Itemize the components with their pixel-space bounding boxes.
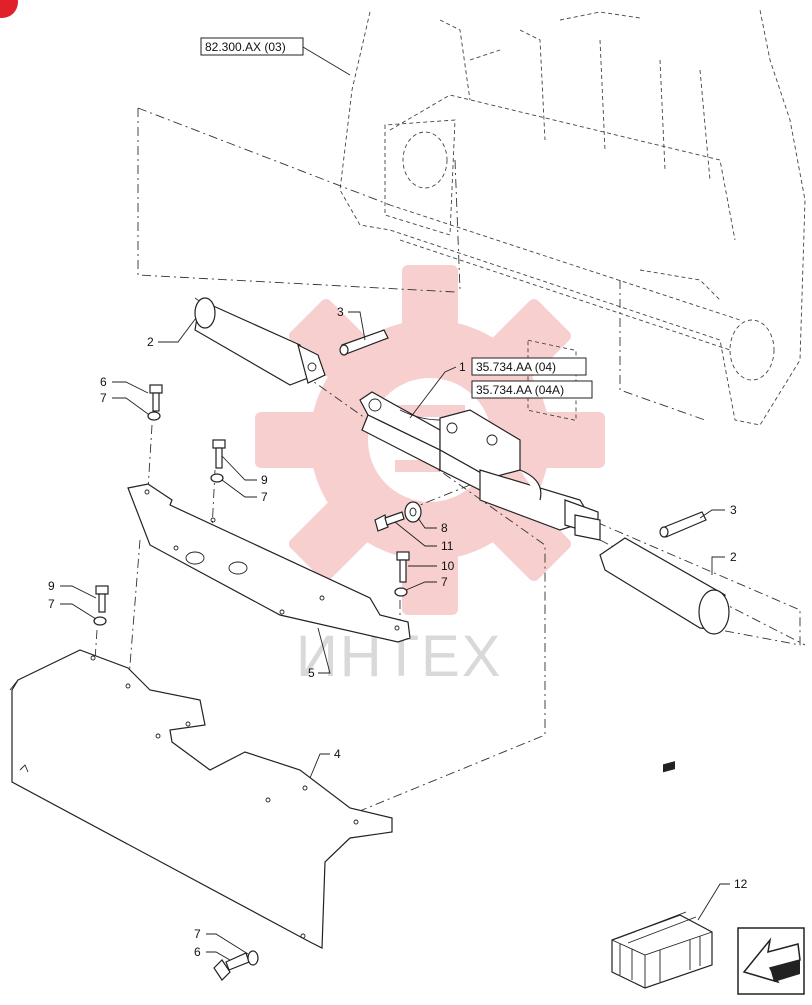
callout-7-e: 7: [194, 927, 201, 941]
callout-7-a: 7: [100, 391, 107, 405]
callout-10: 10: [441, 559, 455, 573]
box-icon[interactable]: [611, 761, 713, 989]
ref-right-b[interactable]: 35.734.AA (04A): [471, 380, 593, 399]
callout-9-a: 9: [261, 473, 268, 487]
callout-3-left: 3: [337, 305, 344, 319]
washer-7-a[interactable]: [147, 411, 161, 421]
pin-left[interactable]: [194, 297, 326, 386]
roll-pin-left[interactable]: [339, 329, 389, 356]
callout-7-b: 7: [261, 490, 268, 504]
callout-7-d: 7: [48, 597, 55, 611]
bolt-9-b[interactable]: [95, 585, 109, 613]
callout-8: 8: [441, 521, 448, 535]
callout-12: 12: [734, 877, 748, 891]
washer-7-b[interactable]: [210, 473, 224, 483]
callout-6-top: 6: [100, 375, 107, 389]
washer-7-c[interactable]: [394, 587, 408, 597]
svg-text:35.734.AA (04): 35.734.AA (04): [476, 360, 556, 374]
callout-6-bottom: 6: [194, 945, 201, 959]
roll-pin-right[interactable]: [659, 511, 707, 538]
svg-text:35.734.AA (04A): 35.734.AA (04A): [476, 383, 564, 397]
bolt-6-top[interactable]: [149, 384, 163, 412]
hydraulic-cylinder[interactable]: [359, 391, 601, 541]
callout-2-right: 2: [730, 550, 737, 564]
callout-labels: 2 3 1 6 7 9 7 8 11 10 7 9 7 5 4 3 2 12 7…: [48, 305, 748, 959]
pin-right[interactable]: [599, 537, 730, 635]
callout-9-b: 9: [48, 579, 55, 593]
washer-7-e[interactable]: [247, 950, 259, 966]
callout-5: 5: [308, 666, 315, 680]
ref-top[interactable]: 82.300.AX (03): [200, 37, 351, 76]
callout-4: 4: [334, 747, 341, 761]
leader-lines: [60, 311, 730, 961]
callout-11: 11: [441, 539, 454, 553]
bolt-9-a[interactable]: [212, 439, 226, 469]
ref-right-a[interactable]: 35.734.AA (04): [471, 357, 587, 376]
mounting-plate[interactable]: [127, 483, 411, 643]
loader-frame-ghost: [339, 9, 806, 426]
bolt-6-bottom[interactable]: [213, 952, 250, 981]
bolt-11[interactable]: [374, 511, 405, 532]
corner-badge-icon: [0, 0, 18, 18]
washer-7-d[interactable]: [93, 616, 107, 626]
arrow-left-down-icon[interactable]: [737, 927, 805, 995]
washer-8[interactable]: [404, 501, 422, 523]
bolt-10[interactable]: [396, 551, 410, 583]
guard-panel[interactable]: [9, 649, 393, 949]
callout-2-left: 2: [147, 335, 154, 349]
callout-3-right: 3: [730, 503, 737, 517]
callout-7-c: 7: [441, 575, 448, 589]
callout-1: 1: [459, 360, 466, 374]
svg-text:82.300.AX (03): 82.300.AX (03): [205, 40, 286, 54]
